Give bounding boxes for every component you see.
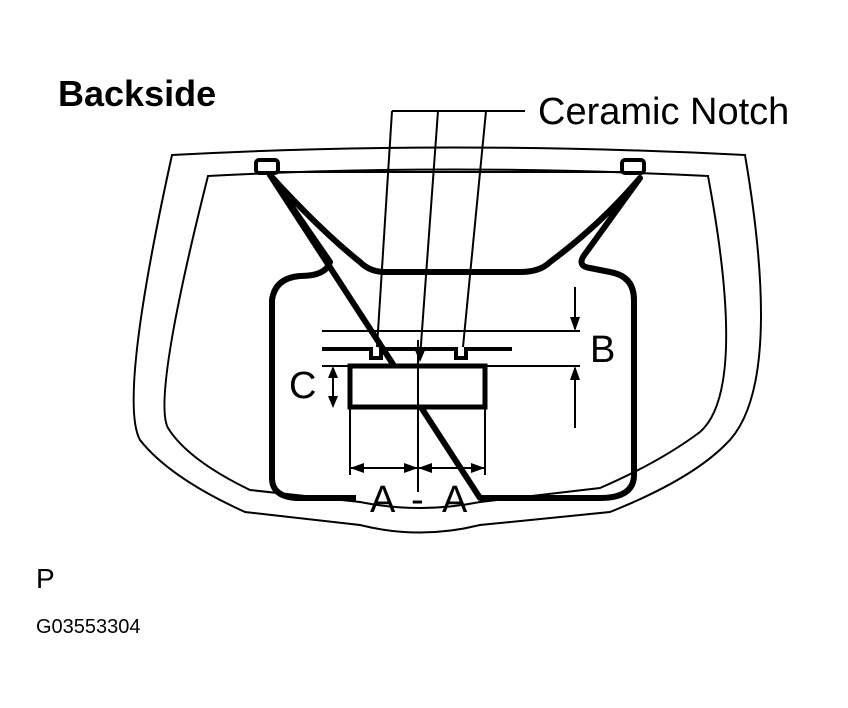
ceramic-notch-label: Ceramic Notch bbox=[538, 91, 789, 133]
callout-leader-center bbox=[419, 110, 439, 359]
dimension-c-arrow-top bbox=[328, 366, 338, 378]
dimension-c-arrow-bottom bbox=[328, 396, 338, 408]
dimension-a-arrow-mid-right bbox=[418, 463, 432, 473]
dimension-b-label: B bbox=[590, 329, 615, 371]
diagram-title: Backside bbox=[58, 73, 216, 114]
dimension-c-label: C bbox=[289, 365, 316, 407]
figure-code: G03553304 bbox=[36, 616, 141, 638]
windshield-outer-outline bbox=[132, 146, 762, 534]
dimension-a-arrow-mid-left bbox=[404, 463, 418, 473]
dimension-a-separator: - bbox=[411, 479, 424, 521]
ceramic-zone-outline bbox=[267, 172, 643, 501]
corner-mark: P bbox=[36, 563, 55, 594]
callout-leader-left bbox=[376, 110, 393, 348]
left-mount-pad bbox=[254, 158, 280, 175]
right-mount-pad bbox=[620, 158, 646, 175]
windshield-inner-outline bbox=[163, 168, 728, 509]
callout-leader-right bbox=[462, 110, 487, 348]
dimension-a-right-label: A bbox=[442, 479, 468, 521]
dimension-a-arrow-left bbox=[350, 463, 364, 473]
dimension-b-arrow-top bbox=[570, 317, 580, 331]
dimension-a-arrow-right bbox=[471, 463, 485, 473]
dimension-a-left-label: A bbox=[370, 479, 396, 521]
dimension-b-arrow-bottom bbox=[570, 366, 580, 380]
